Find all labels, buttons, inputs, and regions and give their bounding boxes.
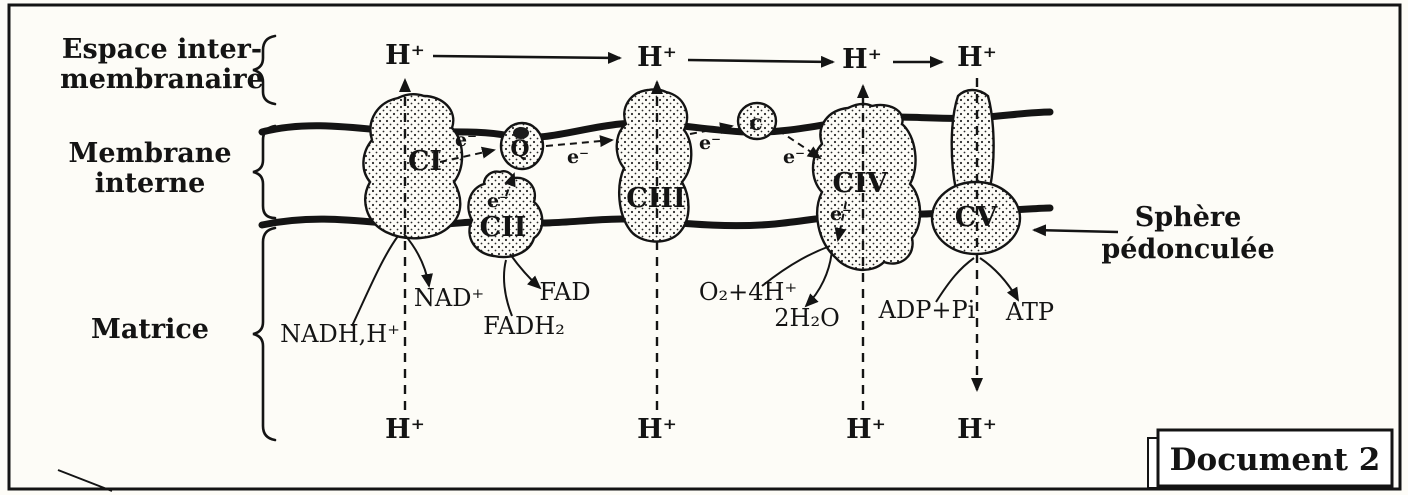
complex-civ-label: CIV — [832, 168, 888, 199]
proton-top-2: H⁺ — [637, 42, 677, 73]
fad-label: FAD — [539, 278, 590, 306]
inner-membrane-label-line2: interne — [95, 168, 206, 199]
electron-label-2: e⁻ — [567, 146, 589, 168]
proton-bottom-3: H⁺ — [846, 414, 886, 445]
fadh2-label: FADH₂ — [483, 312, 565, 340]
scan-artifact-line — [57, 469, 113, 492]
fadh2-oxidation-curve — [503, 259, 513, 317]
proton-bottom-4: H⁺ — [957, 414, 997, 445]
complex-cii-shape — [467, 170, 544, 259]
intermembrane-space-label-line2: membranaire — [60, 64, 264, 95]
adp-pi-label: ADP+Pi — [878, 296, 976, 324]
proton-bottom-2: H⁺ — [637, 414, 677, 445]
document-title: Document 2 — [1170, 442, 1381, 478]
nad-label: NAD⁺ — [414, 284, 484, 312]
electron-arrow-ci-q — [439, 146, 496, 163]
proton-top-4: H⁺ — [957, 42, 997, 73]
electron-arrow-cii-q — [504, 172, 516, 197]
complex-cii-label: CII — [480, 212, 527, 243]
electron-arrow-civ-oxygen — [834, 201, 847, 242]
electron-arrow-c-civ — [777, 129, 822, 160]
stalked-sphere-label-line2: pédonculée — [1101, 234, 1274, 265]
inner-membrane-label-line1: Membrane — [68, 138, 231, 169]
proton-flow-arrow-1 — [432, 51, 622, 64]
electron-label-6: e⁻ — [830, 203, 852, 225]
inner-membrane-brace — [252, 124, 277, 220]
electron-label-4: e⁻ — [783, 146, 805, 168]
complex-ci-shape — [362, 93, 464, 240]
cytochrome-c-shape — [736, 101, 778, 141]
proton-flow-arrow-2 — [687, 55, 835, 68]
water-product-arrow — [804, 249, 833, 308]
outer-frame — [7, 3, 1402, 491]
nadh-label: NADH,H⁺ — [280, 320, 400, 348]
oxygen-reduction-curve — [761, 245, 831, 287]
proton-bottom-1: H⁺ — [385, 414, 425, 445]
matrix-label: Matrice — [91, 314, 209, 345]
fad-product-arrow — [509, 253, 542, 290]
electron-label-5: e⁻ — [487, 190, 509, 212]
electron-label-1: e⁻ — [455, 129, 477, 151]
cytochrome-c-label: c — [749, 110, 762, 136]
stalked-sphere-label-line1: Sphère — [1135, 202, 1242, 233]
electron-label-3: e⁻ — [699, 132, 721, 154]
ubiquinone-q-label: Q — [510, 136, 529, 162]
water-label: 2H₂O — [774, 304, 840, 332]
matrix-brace — [252, 226, 277, 442]
document-box — [1156, 428, 1394, 488]
oxygen-label: O₂+4H⁺ — [699, 278, 797, 306]
atp-product-arrow — [979, 257, 1019, 302]
proton-top-3: H⁺ — [842, 44, 882, 75]
atp-label: ATP — [1005, 298, 1054, 326]
complex-ciii-shape — [615, 88, 693, 243]
ubiquinone-q-shape — [499, 121, 545, 171]
complex-ci-label: CI — [408, 146, 442, 177]
nad-product-arrow — [403, 233, 433, 288]
adp-phosphorylation-curve — [935, 257, 975, 303]
intermembrane-brace — [252, 34, 277, 106]
intermembrane-space-label-line1: Espace inter- — [62, 34, 262, 65]
q-shading — [513, 127, 529, 139]
nadh-oxidation-curve — [351, 235, 399, 327]
sphere-pointer-arrow — [1032, 224, 1119, 237]
proton-top-1: H⁺ — [385, 40, 425, 71]
